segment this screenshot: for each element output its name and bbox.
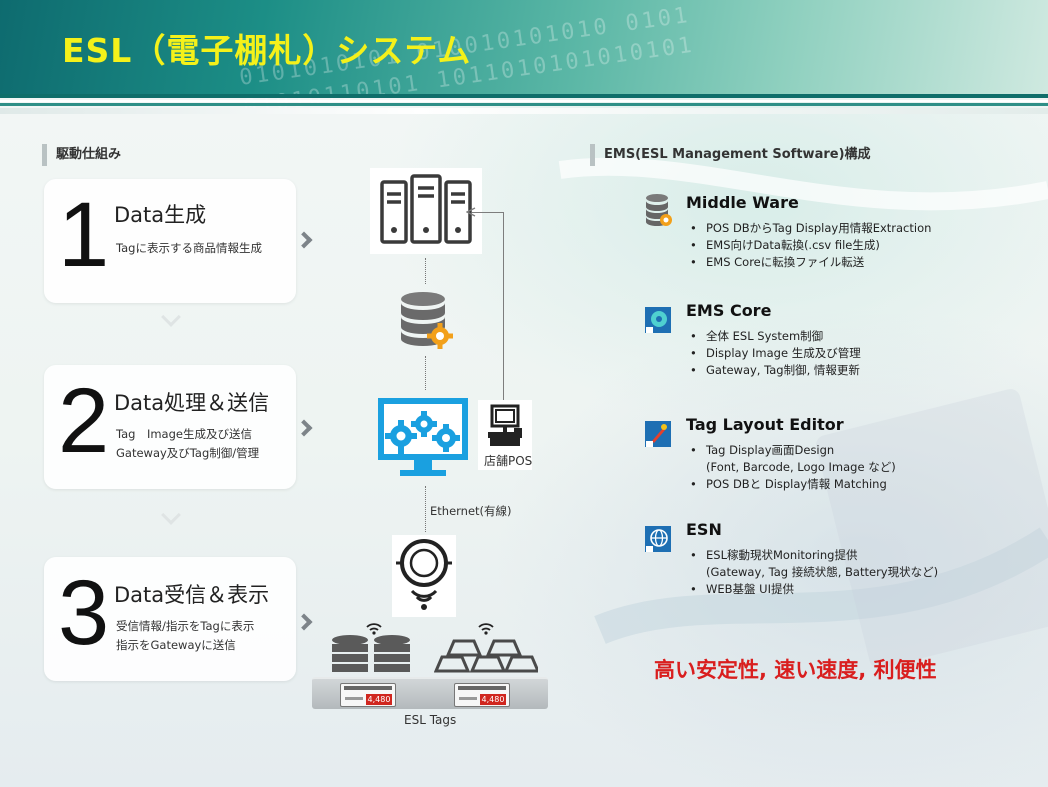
right-section-heading: EMS(ESL Management Software)構成 (590, 144, 871, 166)
bullet-item: EMS向けData転換(.csv file生成) (690, 237, 931, 254)
tagline: 高い安定性, 速い速度, 利便性 (654, 658, 937, 682)
connector-line (425, 486, 426, 532)
step-description: Tagに表示する商品情報生成 (116, 241, 262, 255)
shelf: 4,480 4,480 (312, 677, 548, 709)
step-description-line: 受信情報/指示をTagに表示 (116, 619, 255, 633)
step-card-2: 2 Data処理＆送信 Tag Image生成及び送信 Gateway及びTag… (44, 365, 296, 489)
gear-app-icon (645, 307, 671, 333)
gold-bars-icon (434, 639, 538, 673)
step-description: Tag Image生成及び送信 Gateway及びTag制御/管理 (116, 425, 259, 463)
connector-line (425, 258, 426, 284)
ems-item-name: Tag Layout Editor (686, 415, 844, 434)
connector-line (425, 356, 426, 390)
step-number: 3 (58, 562, 110, 664)
bullet-item: EMS Coreに転換ファイル転送 (690, 254, 931, 271)
header-rule (0, 94, 1048, 98)
gateway-icon (396, 539, 452, 610)
header-rule (0, 108, 1048, 114)
ems-item-bullets: POS DBからTag Display用情報Extraction EMS向けDa… (690, 220, 931, 271)
step-heading: Data処理＆送信 (114, 391, 270, 415)
pos-label: 店舗POS (484, 454, 533, 468)
ems-item-bullets: Tag Display画面Design (Font, Barcode, Logo… (690, 442, 896, 493)
pos-server-connector (503, 212, 504, 400)
bullet-item: (Gateway, Tag 接続状態, Battery現状など) (706, 565, 939, 579)
esl-tag-price: 4,480 (366, 694, 392, 705)
step-description: 受信情報/指示をTagに表示 指示をGatewayに送信 (116, 617, 254, 655)
brush-app-icon (645, 421, 671, 447)
step-heading: Data生成 (114, 203, 207, 227)
ethernet-label: Ethernet(有線) (430, 504, 512, 518)
pos-server-connector (472, 212, 504, 213)
monitor-gears-icon (378, 398, 468, 476)
ems-item-name: Middle Ware (686, 193, 799, 212)
bullet-item: 全体 ESL System制御 (690, 328, 861, 345)
page-title: ESL（電子棚札）システム (62, 31, 472, 70)
ems-item-name: EMS Core (686, 301, 772, 320)
step-description-line: 指示をGatewayに送信 (116, 638, 236, 652)
bullet-item: ESL稼動現状Monitoring提供 (690, 547, 938, 564)
esl-tags-label: ESL Tags (404, 713, 457, 727)
ems-item-bullets: 全体 ESL System制御 Display Image 生成及び管理 Gat… (690, 328, 861, 379)
globe-app-icon (645, 526, 671, 552)
bullet-item: Display Image 生成及び管理 (690, 345, 861, 362)
esl-tag-text (345, 697, 363, 700)
ems-item-name: ESN (686, 520, 722, 539)
esl-tag-price: 4,480 (480, 694, 506, 705)
bullet-item: POS DBからTag Display用情報Extraction (690, 220, 931, 237)
bullet-item: Gateway, Tag制御, 情報更新 (690, 362, 861, 379)
esl-tag: 4,480 (454, 683, 510, 707)
esl-tag-header (344, 686, 392, 690)
esl-tag-header (458, 686, 506, 690)
gateway-card (392, 535, 456, 617)
bullet-item: POS DBと Display情報 Matching (690, 476, 896, 493)
wifi-icon (366, 623, 382, 635)
wifi-icon (478, 623, 494, 635)
step-card-3: 3 Data受信＆表示 受信情報/指示をTagに表示 指示をGatewayに送信 (44, 557, 296, 681)
esl-tag: 4,480 (340, 683, 396, 707)
step-description-line: Gateway及びTag制御/管理 (116, 446, 260, 460)
database-gear-icon (646, 194, 672, 226)
left-section-heading: 駆動仕組み (42, 144, 121, 166)
bullet-item: WEB基盤 UI提供 (690, 581, 938, 598)
pos-terminal-card: 店舗POS (478, 400, 532, 470)
coins-icon (332, 635, 410, 672)
server-icon (370, 168, 482, 254)
header-rule (0, 103, 1048, 106)
bullet-item: (Font, Barcode, Logo Image など) (706, 460, 896, 474)
database-gear-icon (401, 292, 453, 349)
esl-tag-text (459, 697, 477, 700)
step-card-1: 1 Data生成 Tagに表示する商品情報生成 (44, 179, 296, 303)
header-rule (0, 100, 1048, 102)
bullet-item: Tag Display画面Design (690, 442, 896, 459)
arrow-left-icon (466, 207, 476, 217)
step-number: 1 (58, 184, 110, 286)
step-heading: Data受信＆表示 (114, 583, 270, 607)
ems-item-bullets: ESL稼動現状Monitoring提供 (Gateway, Tag 接続状態, … (690, 547, 938, 598)
step-description-line: Tag Image生成及び送信 (116, 427, 252, 441)
step-number: 2 (58, 370, 110, 472)
pos-terminal-icon (488, 404, 522, 446)
